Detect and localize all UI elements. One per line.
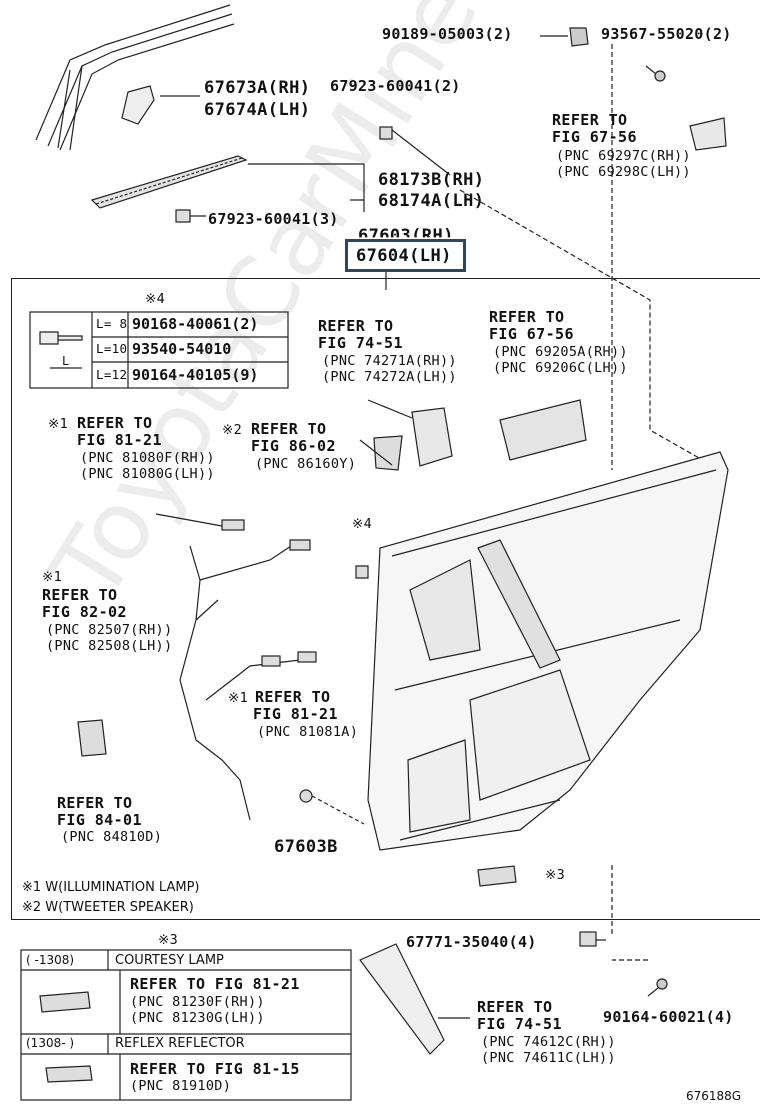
ref-7451-top-l1: REFER TO [318, 317, 394, 335]
ref-6756-mid-l3: (PNC 69205A(RH)) [493, 344, 628, 360]
bolt-dim-label: L [62, 354, 70, 368]
ref-8121b-l2: FIG 81-21 [253, 705, 338, 723]
label-67771: 67771-35040(4) [406, 933, 537, 951]
ref-8121a-mark: ※1 [48, 416, 69, 432]
ref-6756-mid-l1: REFER TO [489, 308, 565, 326]
label-68173: 68173B(RH) [378, 170, 485, 190]
label-93567: 93567-55020(2) [601, 25, 732, 43]
ref-7451-top-l4: (PNC 74272A(LH)) [322, 369, 457, 385]
lamp-row1-pnc1: (PNC 81230F(RH)) [130, 994, 265, 1010]
label-90189: 90189-05003(2) [382, 25, 513, 43]
mark-3-lamp: ※3 [545, 867, 566, 883]
ref-8401-l1: REFER TO [57, 794, 133, 812]
lamp-row2-ref: REFER TO FIG 81-15 [130, 1060, 300, 1078]
lamp-row1-date: ( -1308) [26, 953, 75, 967]
ref-6756-mid-l2: FIG 67-56 [489, 325, 574, 343]
lamp-row2-name: REFLEX REFLECTOR [115, 1036, 245, 1051]
lamp-row2-date: (1308- ) [26, 1036, 75, 1050]
ref-8121b-l3: (PNC 81081A) [257, 724, 359, 740]
lamp-row2-pnc1: (PNC 81910D) [130, 1078, 232, 1094]
label-67603-rh: 67603(RH) [358, 226, 454, 246]
label-67674: 67674A(LH) [204, 100, 311, 120]
ref-8401-l3: (PNC 84810D) [61, 829, 163, 845]
ref-6756-top-l3: (PNC 69297C(RH)) [556, 148, 691, 164]
figure-code: 676188G [686, 1089, 742, 1103]
mark-4-table: ※4 [145, 291, 166, 307]
ref-8121a-l1: REFER TO [77, 414, 153, 432]
ref-8121b-mark: ※1 [228, 690, 249, 706]
highlight-box-67604 [345, 239, 466, 272]
mark-3-table: ※3 [158, 932, 179, 948]
bolt-row2-pn: 93540-54010 [132, 340, 232, 358]
main-assembly-frame [11, 278, 760, 920]
ref-8602-mark: ※2 [222, 422, 243, 438]
ref-8202-l1: REFER TO [42, 586, 118, 604]
lamp-row1-name: COURTESY LAMP [115, 953, 224, 968]
ref-8602-l1: REFER TO [251, 420, 327, 438]
ref-8602-l2: FIG 86-02 [251, 437, 336, 455]
label-90164-60021: 90164-60021(4) [603, 1008, 734, 1026]
label-67603b: 67603B [274, 837, 338, 857]
ref-6756-top-l1: REFER TO [552, 111, 628, 129]
ref-7451-bot-l4: (PNC 74611C(LH)) [481, 1050, 616, 1066]
ref-6756-mid-l4: (PNC 69206C(LH)) [493, 360, 628, 376]
bolt-row3-len: L=12 [96, 367, 128, 382]
ref-8202-l3: (PNC 82507(RH)) [46, 622, 173, 638]
label-67604-lh: 67604(LH) [356, 246, 452, 266]
ref-7451-top-l2: FIG 74-51 [318, 334, 403, 352]
lamp-row1-ref: REFER TO FIG 81-21 [130, 975, 300, 993]
ref-8602-l3: (PNC 86160Y) [255, 456, 357, 472]
ref-8121b-l1: REFER TO [255, 688, 331, 706]
label-67923-upper: 67923-60041(2) [330, 77, 461, 95]
ref-8202-mark: ※1 [42, 569, 63, 585]
label-68174: 68174A(LH) [378, 191, 485, 211]
ref-8121a-l4: (PNC 81080G(LH)) [80, 466, 215, 482]
ref-7451-bot-l1: REFER TO [477, 998, 553, 1016]
ref-8401-l2: FIG 84-01 [57, 811, 142, 829]
bolt-row3-pn: 90164-40105(9) [132, 366, 259, 384]
ref-8121a-l2: FIG 81-21 [77, 431, 162, 449]
note-tweeter-speaker: ※2 W(TWEETER SPEAKER) [22, 900, 194, 915]
ref-7451-bot-l3: (PNC 74612C(RH)) [481, 1034, 616, 1050]
ref-7451-top-l3: (PNC 74271A(RH)) [322, 353, 457, 369]
ref-8202-l2: FIG 82-02 [42, 603, 127, 621]
bolt-row1-pn: 90168-40061(2) [132, 315, 259, 333]
label-67923-lower: 67923-60041(3) [208, 210, 339, 228]
bolt-row2-len: L=10 [96, 341, 128, 356]
bolt-row1-len: L= 8 [96, 316, 128, 331]
ref-8202-l4: (PNC 82508(LH)) [46, 638, 173, 654]
lamp-row1-pnc2: (PNC 81230G(LH)) [130, 1010, 265, 1026]
ref-6756-top-l2: FIG 67-56 [552, 128, 637, 146]
note-illumination-lamp: ※1 W(ILLUMINATION LAMP) [22, 880, 200, 895]
ref-8121a-l3: (PNC 81080F(RH)) [80, 450, 215, 466]
mark-4-bolt: ※4 [352, 516, 373, 532]
ref-7451-bot-l2: FIG 74-51 [477, 1015, 562, 1033]
ref-6756-top-l4: (PNC 69298C(LH)) [556, 164, 691, 180]
label-67673: 67673A(RH) [204, 78, 311, 98]
